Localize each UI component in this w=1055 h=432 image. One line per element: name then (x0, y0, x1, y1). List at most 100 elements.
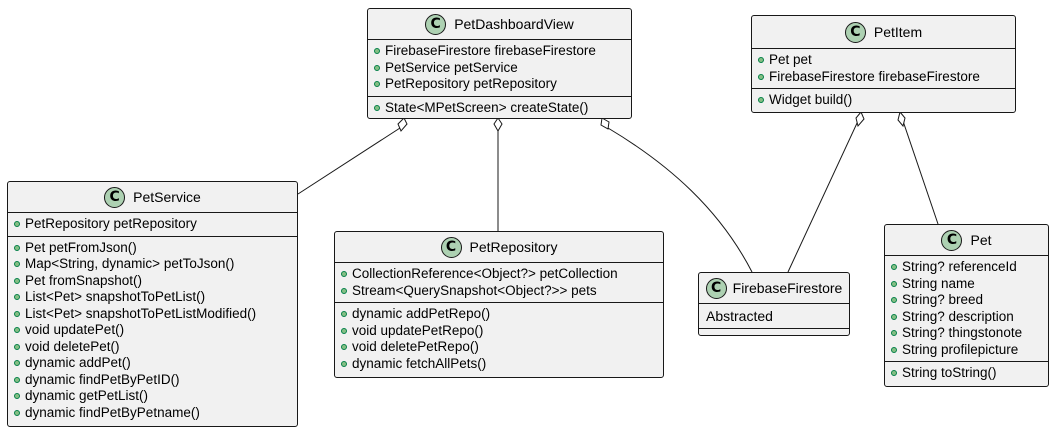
fields-section: Pet pet FirebaseFirestore firebaseFirest… (752, 48, 1015, 88)
note-section: Abstracted (699, 303, 849, 328)
field-row: Stream<QuerySnapshot<Object?>> pets (341, 283, 657, 300)
class-pet-item[interactable]: C PetItem Pet pet FirebaseFirestore fire… (751, 15, 1016, 113)
public-visibility-icon (758, 57, 764, 64)
aggregation-diamond-repository (493, 117, 503, 133)
edge-dashboard-to-service (297, 127, 401, 195)
aggregation-diamond-petitem-firestore (855, 111, 865, 128)
methods-section: Widget build() (752, 88, 1015, 112)
method-row: void updatePetRepo() (341, 323, 657, 340)
public-visibility-icon (341, 287, 347, 294)
class-name: FirebaseFirestore (732, 280, 843, 296)
public-visibility-icon (374, 48, 380, 55)
edge-petitem-to-pet (902, 120, 939, 225)
class-pet[interactable]: C Pet String? referenceId String name St… (884, 224, 1049, 387)
class-name: PetItem (873, 24, 923, 40)
field-text: PetRepository petRepository (25, 216, 197, 231)
method-text: State<MPetScreen> createState() (385, 99, 589, 115)
class-stereotype-icon: C (440, 236, 462, 258)
field-text: CollectionReference<Object?> petCollecti… (352, 266, 618, 281)
field-text: Pet pet (769, 52, 812, 67)
public-visibility-icon (341, 327, 347, 334)
fields-section: CollectionReference<Object?> petCollecti… (335, 262, 663, 302)
fields-section: String? referenceId String name String? … (885, 255, 1048, 361)
method-text: dynamic addPetRepo() (352, 306, 491, 321)
field-text: PetRepository petRepository (385, 76, 557, 91)
public-visibility-icon (891, 313, 897, 320)
field-text: String name (902, 275, 975, 291)
class-stereotype-icon: C (425, 13, 447, 35)
public-visibility-icon (374, 64, 380, 71)
method-row: dynamic addPetRepo() (341, 306, 657, 323)
field-row: String? breed (891, 292, 1042, 309)
class-name: PetRepository (469, 239, 558, 255)
method-text: List<Pet> snapshotToPetListModified() (25, 305, 257, 321)
class-stereotype-icon: C (705, 277, 727, 299)
public-visibility-icon (14, 277, 20, 284)
class-stereotype-icon: C (844, 21, 866, 43)
method-row: void updatePet() (14, 322, 291, 339)
method-row: List<Pet> snapshotToPetList() (14, 289, 291, 306)
field-row: PetRepository petRepository (14, 216, 291, 233)
public-visibility-icon (14, 244, 20, 251)
method-row: String toString() (891, 365, 1042, 382)
public-visibility-icon (374, 104, 380, 111)
fields-section: FirebaseFirestore firebaseFirestore PetS… (368, 39, 631, 96)
public-visibility-icon (14, 360, 20, 367)
fields-section: PetRepository petRepository (8, 212, 297, 236)
field-text: String profilepicture (902, 341, 1019, 357)
method-text: void updatePet() (25, 322, 125, 337)
field-row: PetRepository petRepository (374, 76, 625, 93)
public-visibility-icon (891, 280, 897, 287)
public-visibility-icon (341, 344, 347, 351)
field-row: CollectionReference<Object?> petCollecti… (341, 266, 657, 283)
method-row: State<MPetScreen> createState() (374, 100, 625, 117)
method-row: Map<String, dynamic> petToJson() (14, 256, 291, 273)
method-text: void deletePet() (25, 338, 120, 354)
methods-section: Pet petFromJson() Map<String, dynamic> p… (8, 235, 297, 425)
method-row: dynamic getPetList() (14, 388, 291, 405)
public-visibility-icon (14, 343, 20, 350)
field-row: FirebaseFirestore firebaseFirestore (758, 69, 1009, 86)
edge-dashboard-to-firestore (607, 127, 753, 273)
method-row: Pet petFromJson() (14, 240, 291, 257)
method-row: Pet fromSnapshot() (14, 273, 291, 290)
field-row: String name (891, 276, 1042, 293)
class-firebase-firestore[interactable]: C FirebaseFirestore Abstracted (698, 272, 850, 336)
edge-petitem-to-firestore (787, 120, 859, 273)
method-row: Widget build() (758, 92, 1009, 109)
method-text: dynamic findPetByPetID() (25, 371, 180, 387)
abstracted-note: Abstracted (706, 308, 773, 324)
field-row: PetService petService (374, 60, 625, 77)
class-pet-service[interactable]: C PetService PetRepository petRepository… (7, 181, 298, 427)
method-text: Map<String, dynamic> petToJson() (25, 256, 235, 271)
aggregation-diamond-firestore (600, 117, 610, 130)
aggregation-diamond-service (397, 117, 408, 132)
public-visibility-icon (341, 311, 347, 318)
public-visibility-icon (891, 330, 897, 337)
public-visibility-icon (891, 264, 897, 271)
class-pet-dashboard-view[interactable]: C PetDashboardView FirebaseFirestore fir… (367, 8, 632, 119)
field-row: Pet pet (758, 52, 1009, 69)
method-text: Pet fromSnapshot() (25, 272, 143, 288)
public-visibility-icon (891, 346, 897, 353)
public-visibility-icon (374, 81, 380, 88)
method-text: void deletePetRepo() (352, 339, 479, 354)
field-text: String? referenceId (902, 259, 1017, 274)
public-visibility-icon (891, 297, 897, 304)
method-row: List<Pet> snapshotToPetListModified() (14, 306, 291, 323)
public-visibility-icon (758, 97, 764, 104)
field-text: PetService petService (385, 59, 518, 75)
aggregation-diamond-petitem-pet (897, 110, 906, 128)
public-visibility-icon (14, 294, 20, 301)
class-pet-repository[interactable]: C PetRepository CollectionReference<Obje… (334, 231, 664, 378)
field-text: String? breed (902, 292, 984, 307)
method-row: dynamic findPetByPetname() (14, 405, 291, 422)
public-visibility-icon (758, 73, 764, 80)
field-row: String? description (891, 309, 1042, 326)
class-name: PetDashboardView (454, 16, 574, 32)
method-text: List<Pet> snapshotToPetList() (25, 289, 206, 304)
method-text: Widget build() (769, 92, 853, 107)
method-text: Pet petFromJson() (25, 239, 137, 255)
public-visibility-icon (14, 327, 20, 334)
